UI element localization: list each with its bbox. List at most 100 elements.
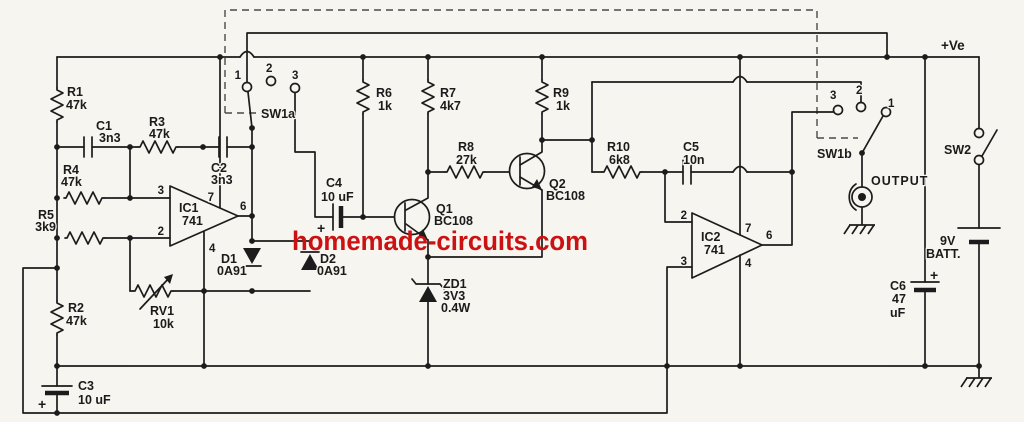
ic1-pin6-label: 6 — [240, 201, 246, 213]
ic2-pin6-label: 6 — [766, 230, 772, 242]
r9-value-label: 1k — [556, 99, 570, 113]
q2-part-label: BC108 — [546, 189, 585, 203]
c4-value-label: 10 uF — [321, 190, 354, 204]
sw1b-label: SW1b — [817, 147, 852, 161]
c5-ref-label: C5 — [683, 140, 699, 154]
output-jack-tip-icon — [858, 193, 866, 201]
ic1-part-label: 741 — [182, 214, 203, 228]
ic2-pin7-label: 7 — [745, 223, 751, 235]
gang-link-dashed-box — [224, 9, 858, 139]
capacitor-c6: + C6 47 uF — [889, 266, 940, 321]
zd1-ref-label: ZD1 — [443, 277, 467, 291]
ic1-ref-label: IC1 — [179, 201, 199, 215]
d1-part-label: 0A91 — [217, 264, 247, 278]
zd1-power-label: 0.4W — [441, 301, 470, 315]
sw1b-contact2-label: 2 — [856, 85, 862, 97]
sw2-label: SW2 — [944, 143, 971, 157]
capacitor-c3: C3 10 uF + — [37, 378, 113, 414]
opamp-ic1: IC1 741 3 2 7 6 4 — [156, 184, 247, 257]
wires — [22, 32, 981, 414]
capacitor-c2: C2 3n3 — [210, 136, 234, 188]
r7-value-label: 4k7 — [440, 99, 461, 113]
diode-d1: D1 0A91 — [216, 248, 262, 279]
ic1-pin2-label: 2 — [158, 226, 164, 238]
c4-plus-sign: + — [317, 220, 325, 236]
c1-value-label: 3n3 — [99, 131, 121, 145]
r7-ref-label: R7 — [440, 86, 456, 100]
r9-ref-label: R9 — [553, 86, 569, 100]
switch-sw1a: 1 2 3 SW1a — [233, 62, 301, 129]
c5-value-label: 10n — [683, 153, 705, 167]
zener-zd1: ZD1 3V3 0.4W — [411, 276, 472, 316]
r5-value-label: 3k9 — [35, 220, 56, 234]
r10-ref-label: R10 — [607, 140, 630, 154]
r6-ref-label: R6 — [376, 86, 392, 100]
q2-emitter-arrow-icon — [532, 179, 542, 190]
sw1a-contact2-label: 2 — [266, 63, 272, 75]
resistor-r8: R8 27k — [444, 139, 486, 179]
ic2-part-label: 741 — [704, 243, 725, 257]
r6-value-label: 1k — [378, 99, 392, 113]
sw1a-contact3-label: 3 — [292, 70, 298, 82]
ic2-pin2-label: 2 — [681, 210, 687, 222]
resistor-r4: R4 47k — [60, 162, 105, 205]
battery-name-label: BATT. — [926, 247, 961, 261]
q2-ref-label: Q2 — [549, 177, 566, 191]
c2-ref-label: C2 — [211, 161, 227, 175]
output-label: OUTPUT — [871, 174, 928, 188]
transistor-q1: Q1 BC108 — [393, 171, 474, 241]
opamp-ic2: IC2 741 2 3 7 6 4 — [679, 209, 774, 279]
c1-ref-label: C1 — [96, 119, 112, 133]
capacitor-c1: C1 3n3 — [83, 118, 122, 158]
zd1-voltage-label: 3V3 — [443, 289, 465, 303]
ic2-ref-label: IC2 — [701, 230, 721, 244]
positive-rail-label: +Ve — [941, 38, 965, 53]
output-ground-icon — [843, 224, 876, 235]
diode-d2: D2 0A91 — [300, 251, 348, 279]
capacitor-c5: C5 10n — [682, 139, 706, 185]
resistor-r5: R5 3k9 — [34, 207, 106, 245]
c6-ref-label: C6 — [890, 279, 906, 293]
r1-value-label: 47k — [66, 98, 87, 112]
ic2-pin3-label: 3 — [681, 256, 687, 268]
sw1a-label: SW1a — [261, 107, 296, 121]
switch-sw2: SW2 — [943, 127, 998, 166]
r8-value-label: 27k — [456, 153, 477, 167]
sw1a-contact1-label: 1 — [235, 70, 242, 82]
c3-plus-sign: + — [38, 396, 46, 412]
rv1-value-label: 10k — [153, 317, 174, 331]
r8-ref-label: R8 — [458, 140, 474, 154]
watermark-text: homemade-circuits.com — [292, 226, 588, 256]
r3-value-label: 47k — [149, 127, 170, 141]
r3-ref-label: R3 — [149, 115, 165, 129]
rv1-ref-label: RV1 — [150, 304, 174, 318]
rv1-arrow-icon — [164, 274, 173, 284]
ic1-pin3-label: 3 — [158, 185, 164, 197]
c3-ref-label: C3 — [78, 379, 94, 393]
r10-value-label: 6k8 — [609, 153, 630, 167]
transistor-q2: Q2 BC108 — [508, 139, 586, 204]
resistor-r10: R10 6k8 — [601, 139, 643, 179]
sw1b-contact1-label: 1 — [888, 98, 895, 110]
c6-plus-sign: + — [930, 267, 938, 283]
r1-ref-label: R1 — [67, 85, 83, 99]
resistor-r2: R2 47k — [50, 300, 88, 336]
d2-part-label: 0A91 — [317, 264, 347, 278]
output-jack: OUTPUT — [843, 173, 929, 235]
c6-unit-label: uF — [890, 306, 906, 320]
c6-value-label: 47 — [892, 292, 906, 306]
r4-value-label: 47k — [61, 175, 82, 189]
ic2-pin4-label: 4 — [745, 258, 752, 270]
q1-emitter-arrow-icon — [418, 229, 428, 240]
r2-value-label: 47k — [66, 314, 87, 328]
r2-ref-label: R2 — [68, 301, 84, 315]
d1-ref-label: D1 — [221, 252, 237, 266]
resistor-r3: R3 47k — [137, 114, 179, 154]
battery-ground-icon — [960, 377, 993, 388]
resistor-r1: R1 47k — [50, 84, 88, 123]
capacitor-c4: C4 10 uF + — [316, 175, 356, 238]
c3-value-label: 10 uF — [78, 393, 111, 407]
q1-ref-label: Q1 — [436, 202, 453, 216]
